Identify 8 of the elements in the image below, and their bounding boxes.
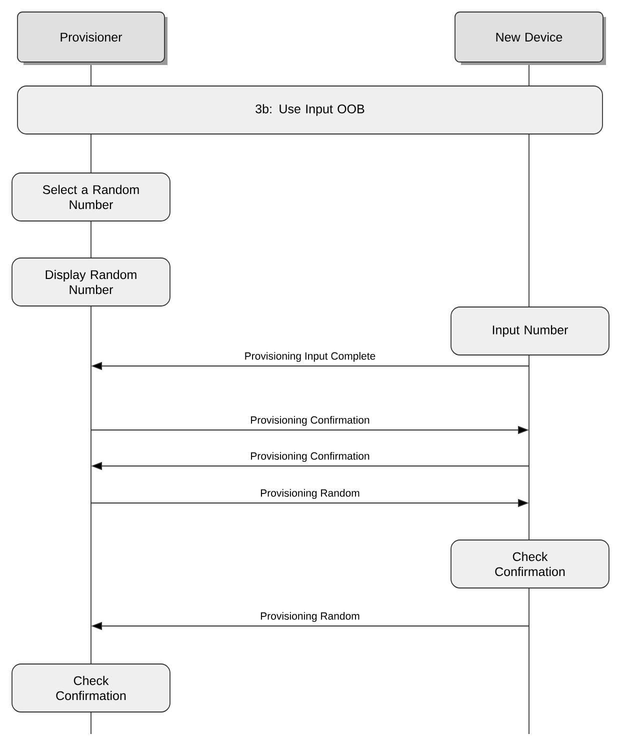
participant-box: New Device: [454, 12, 606, 65]
participant-box: Provisioner: [17, 12, 168, 65]
edge-label: Provisioning Confirmation: [251, 416, 370, 426]
edge-label: Provisioning Confirmation: [251, 452, 370, 462]
edge-label: Provisioning Random: [260, 489, 360, 499]
section-band: 3b: Use Input OOB: [17, 86, 603, 134]
edge-label: Provisioning Random: [260, 612, 360, 622]
edge-label: Provisioning Input Complete: [245, 352, 376, 362]
